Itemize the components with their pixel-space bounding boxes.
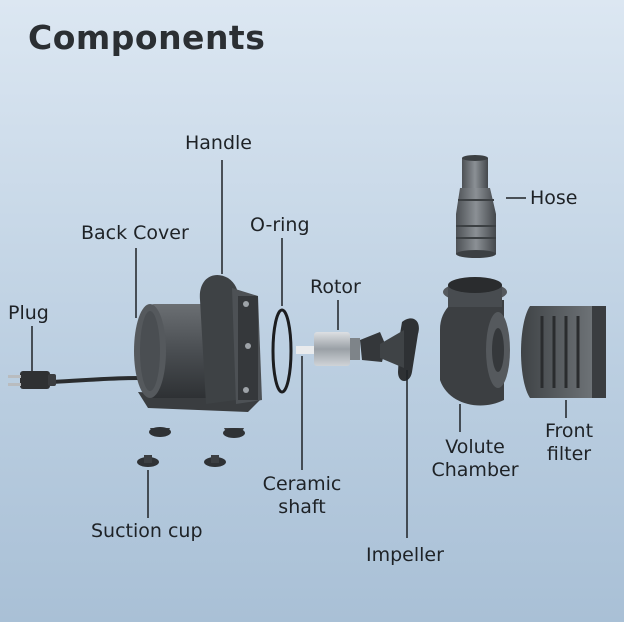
volute-chamber-part [440,277,510,406]
back-cover-part [134,274,262,467]
hose-part [456,155,496,258]
plug-part [8,371,141,389]
rotor-part [296,332,360,366]
label-plug: Plug [8,302,49,324]
label-suction-cup: Suction cup [91,520,203,542]
page-title: Components [28,18,266,57]
o-ring-part [271,308,293,394]
label-volute-chamber: Volute Chamber [431,436,519,481]
label-impeller: Impeller [366,544,444,566]
leader-lines [31,160,567,538]
label-ceramic-shaft: Ceramic shaft [262,473,342,518]
label-front-filter: Front filter [544,420,594,465]
label-o-ring: O-ring [250,214,310,236]
impeller-part [360,318,419,381]
front-filter-part [521,306,606,398]
label-rotor: Rotor [310,276,361,298]
label-back-cover: Back Cover [81,222,189,244]
label-handle: Handle [185,132,253,154]
label-hose: Hose [530,187,578,209]
